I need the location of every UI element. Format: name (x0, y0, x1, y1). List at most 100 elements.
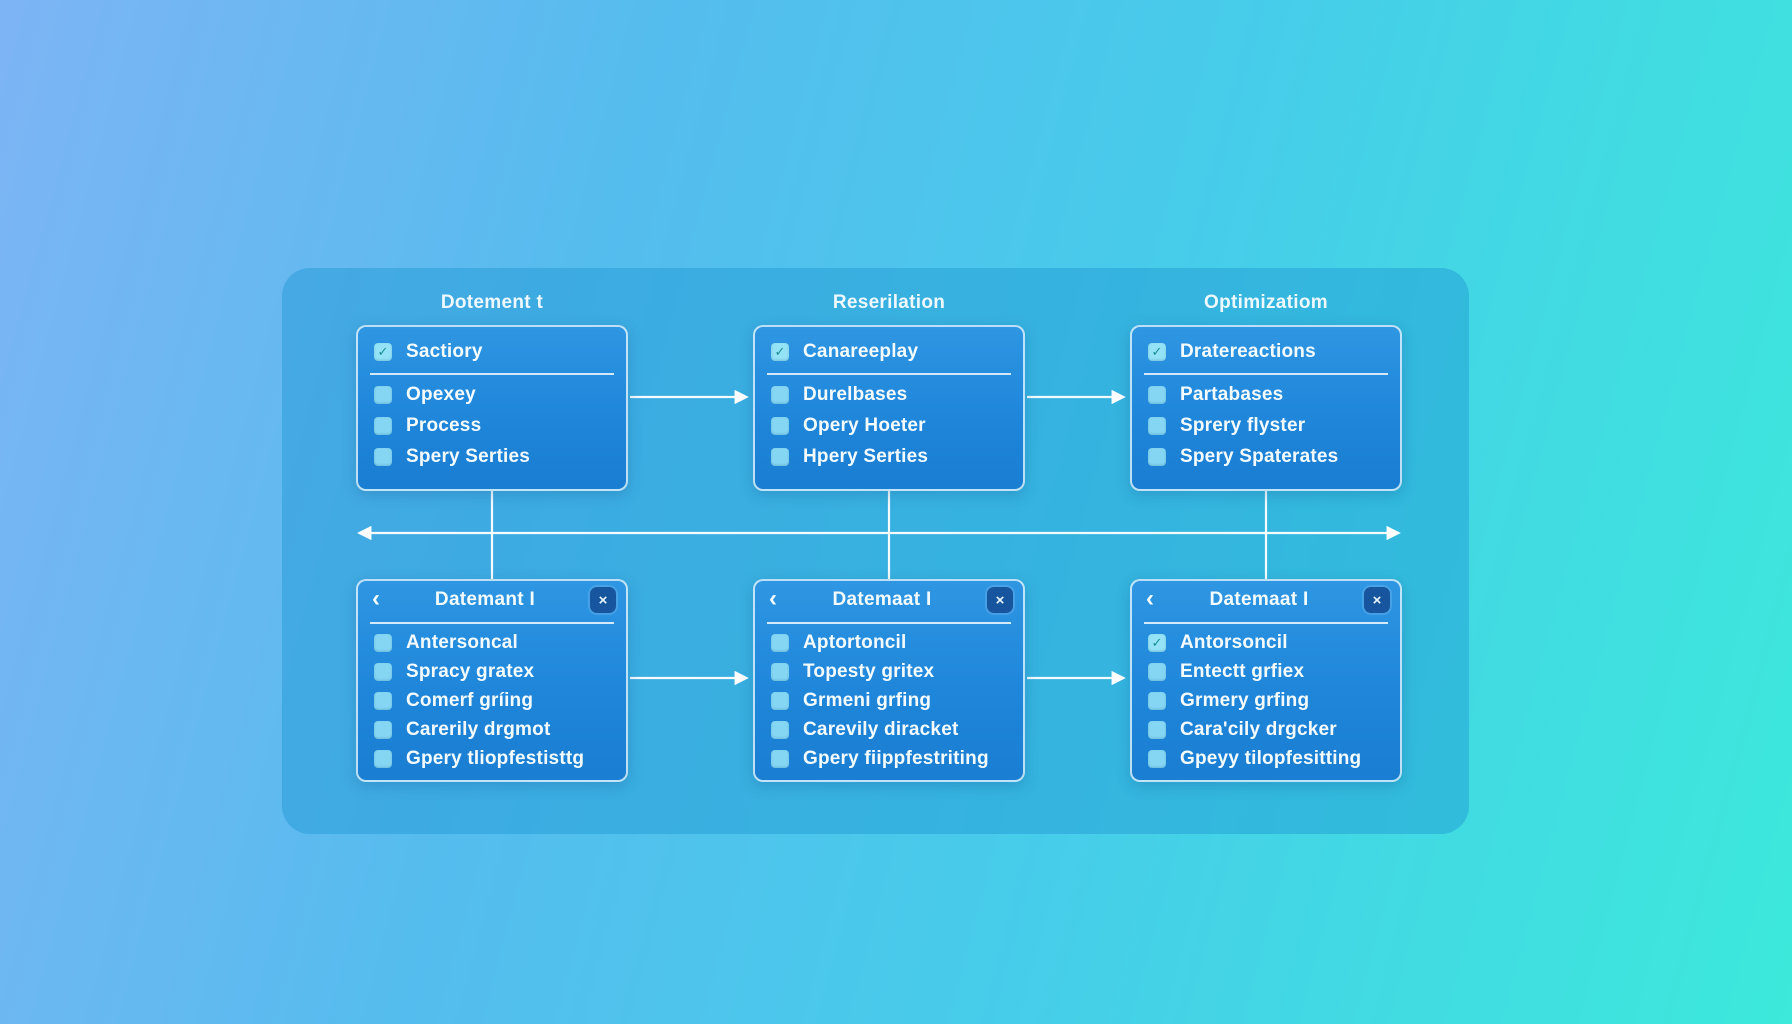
list-item-label: Process (406, 414, 482, 436)
list-item-label: Hpery Serties (803, 445, 929, 467)
back-button[interactable]: ‹ (1146, 584, 1154, 612)
panel-title: Datemaat I (832, 589, 932, 610)
checkbox-icon[interactable] (771, 633, 789, 652)
list-item[interactable]: Grmeni grfing (755, 686, 1023, 715)
list-item[interactable]: ✓ Dratereactions (1132, 333, 1400, 370)
checkbox-icon[interactable] (374, 720, 392, 739)
list-item-label: Canareeplay (803, 340, 919, 362)
checkbox-icon[interactable] (374, 416, 392, 435)
checkbox-icon[interactable] (1148, 416, 1166, 435)
close-button[interactable]: × (590, 587, 616, 613)
divider (370, 373, 614, 375)
checkbox-icon[interactable] (771, 416, 789, 435)
checkbox-icon[interactable] (771, 720, 789, 739)
checkbox-icon[interactable] (374, 633, 392, 652)
checkbox-icon[interactable] (1148, 749, 1166, 768)
list-item-label: Carerily drgmot (406, 718, 551, 740)
list-item[interactable]: Spery Serties (358, 441, 626, 472)
list-item[interactable]: Topesty gritex (755, 657, 1023, 686)
checkbox-icon[interactable] (771, 691, 789, 710)
list-item[interactable]: Grmery grfing (1132, 686, 1400, 715)
list-item[interactable]: Durelbases (755, 379, 1023, 410)
back-button[interactable]: ‹ (769, 584, 777, 612)
list-item[interactable]: Comerf gríing (358, 686, 626, 715)
list-item-label: Comerf gríing (406, 689, 534, 711)
list-item-label: Opery Hoeter (803, 414, 926, 436)
checkbox-icon[interactable] (771, 749, 789, 768)
list-item[interactable]: Aptortoncil (755, 628, 1023, 657)
divider (767, 622, 1011, 624)
panel-header: ‹ Datemaat I × (1132, 581, 1400, 619)
list-item[interactable]: Carerily drgmot (358, 715, 626, 744)
checkbox-icon[interactable] (1148, 447, 1166, 466)
checkbox-icon[interactable] (374, 662, 392, 681)
checkbox-icon[interactable] (1148, 720, 1166, 739)
divider (1144, 622, 1388, 624)
list-item[interactable]: Process (358, 410, 626, 441)
list-item[interactable]: Gpery fiippfestriting (755, 744, 1023, 773)
list-item-label: Cara'cily drgcker (1180, 718, 1337, 740)
list-item-label: Grmeni grfing (803, 689, 932, 711)
list-item[interactable]: Spracy gratex (358, 657, 626, 686)
checkbox-icon[interactable] (1148, 691, 1166, 710)
checkbox-checked-icon[interactable]: ✓ (1148, 342, 1166, 361)
divider (767, 373, 1011, 375)
divider (370, 622, 614, 624)
list-item-label: Partabases (1180, 383, 1284, 405)
list-item-label: Dratereactions (1180, 340, 1316, 362)
close-button[interactable]: × (1364, 587, 1390, 613)
panel-header: ‹ Datemant I × (358, 581, 626, 619)
panel-top-2: ✓ Canareeplay Durelbases Opery Hoeter Hp… (753, 325, 1025, 491)
checkbox-icon[interactable] (771, 447, 789, 466)
checkbox-icon[interactable] (1148, 662, 1166, 681)
checkbox-checked-icon[interactable]: ✓ (771, 342, 789, 361)
list-item[interactable]: Opexey (358, 379, 626, 410)
checkbox-icon[interactable] (374, 385, 392, 404)
checkbox-icon[interactable] (771, 385, 789, 404)
back-button[interactable]: ‹ (372, 584, 380, 612)
panel-bottom-3: ‹ Datemaat I × ✓ Antorsoncil Entectt grf… (1130, 579, 1402, 782)
list-item[interactable]: Sprery flyster (1132, 410, 1400, 441)
checkbox-icon[interactable] (1148, 385, 1166, 404)
list-item-label: Antersoncal (406, 631, 519, 653)
list-item-label: Opexey (406, 383, 476, 405)
checkbox-checked-icon[interactable]: ✓ (374, 342, 392, 361)
list-item[interactable]: Antersoncal (358, 628, 626, 657)
list-item[interactable]: ✓ Antorsoncil (1132, 628, 1400, 657)
list-item-label: Durelbases (803, 383, 908, 405)
list-item-label: Sprery flyster (1180, 414, 1306, 436)
checkbox-icon[interactable] (771, 662, 789, 681)
close-icon: × (995, 591, 1005, 609)
list-item-label: Grmery grfing (1180, 689, 1310, 711)
panel-title: Datemaat I (1209, 589, 1309, 610)
list-item[interactable]: Partabases (1132, 379, 1400, 410)
list-item-label: Antorsoncil (1180, 631, 1288, 653)
list-item[interactable]: Hpery Serties (755, 441, 1023, 472)
checkbox-icon[interactable] (374, 691, 392, 710)
close-icon: × (598, 591, 608, 609)
checkbox-icon[interactable] (374, 447, 392, 466)
panel-top-1: ✓ Sactiory Opexey Process Spery Serties (356, 325, 628, 491)
list-item[interactable]: ✓ Sactiory (358, 333, 626, 370)
list-item-label: Spracy gratex (406, 660, 535, 682)
list-item-label: Gpeyy tilopfesitting (1180, 747, 1362, 769)
list-item[interactable]: Cara'cily drgcker (1132, 715, 1400, 744)
checkbox-icon[interactable] (374, 749, 392, 768)
panel-title: Datemant I (434, 589, 536, 610)
list-item[interactable]: Spery Spaterates (1132, 441, 1400, 472)
close-button[interactable]: × (987, 587, 1013, 613)
list-item-label: Aptortoncil (803, 631, 907, 653)
checkbox-checked-icon[interactable]: ✓ (1148, 633, 1166, 652)
divider (1144, 373, 1388, 375)
list-item[interactable]: Carevily diracket (755, 715, 1023, 744)
panel-header: ‹ Datemaat I × (755, 581, 1023, 619)
list-item-label: Gpery tliopfestisttg (406, 747, 585, 769)
list-item-label: Spery Spaterates (1180, 445, 1339, 467)
list-item-label: Topesty gritex (803, 660, 935, 682)
list-item[interactable]: Entectt grfiex (1132, 657, 1400, 686)
list-item[interactable]: Gpeyy tilopfesitting (1132, 744, 1400, 773)
list-item[interactable]: Opery Hoeter (755, 410, 1023, 441)
list-item[interactable]: Gpery tliopfestisttg (358, 744, 626, 773)
list-item[interactable]: ✓ Canareeplay (755, 333, 1023, 370)
